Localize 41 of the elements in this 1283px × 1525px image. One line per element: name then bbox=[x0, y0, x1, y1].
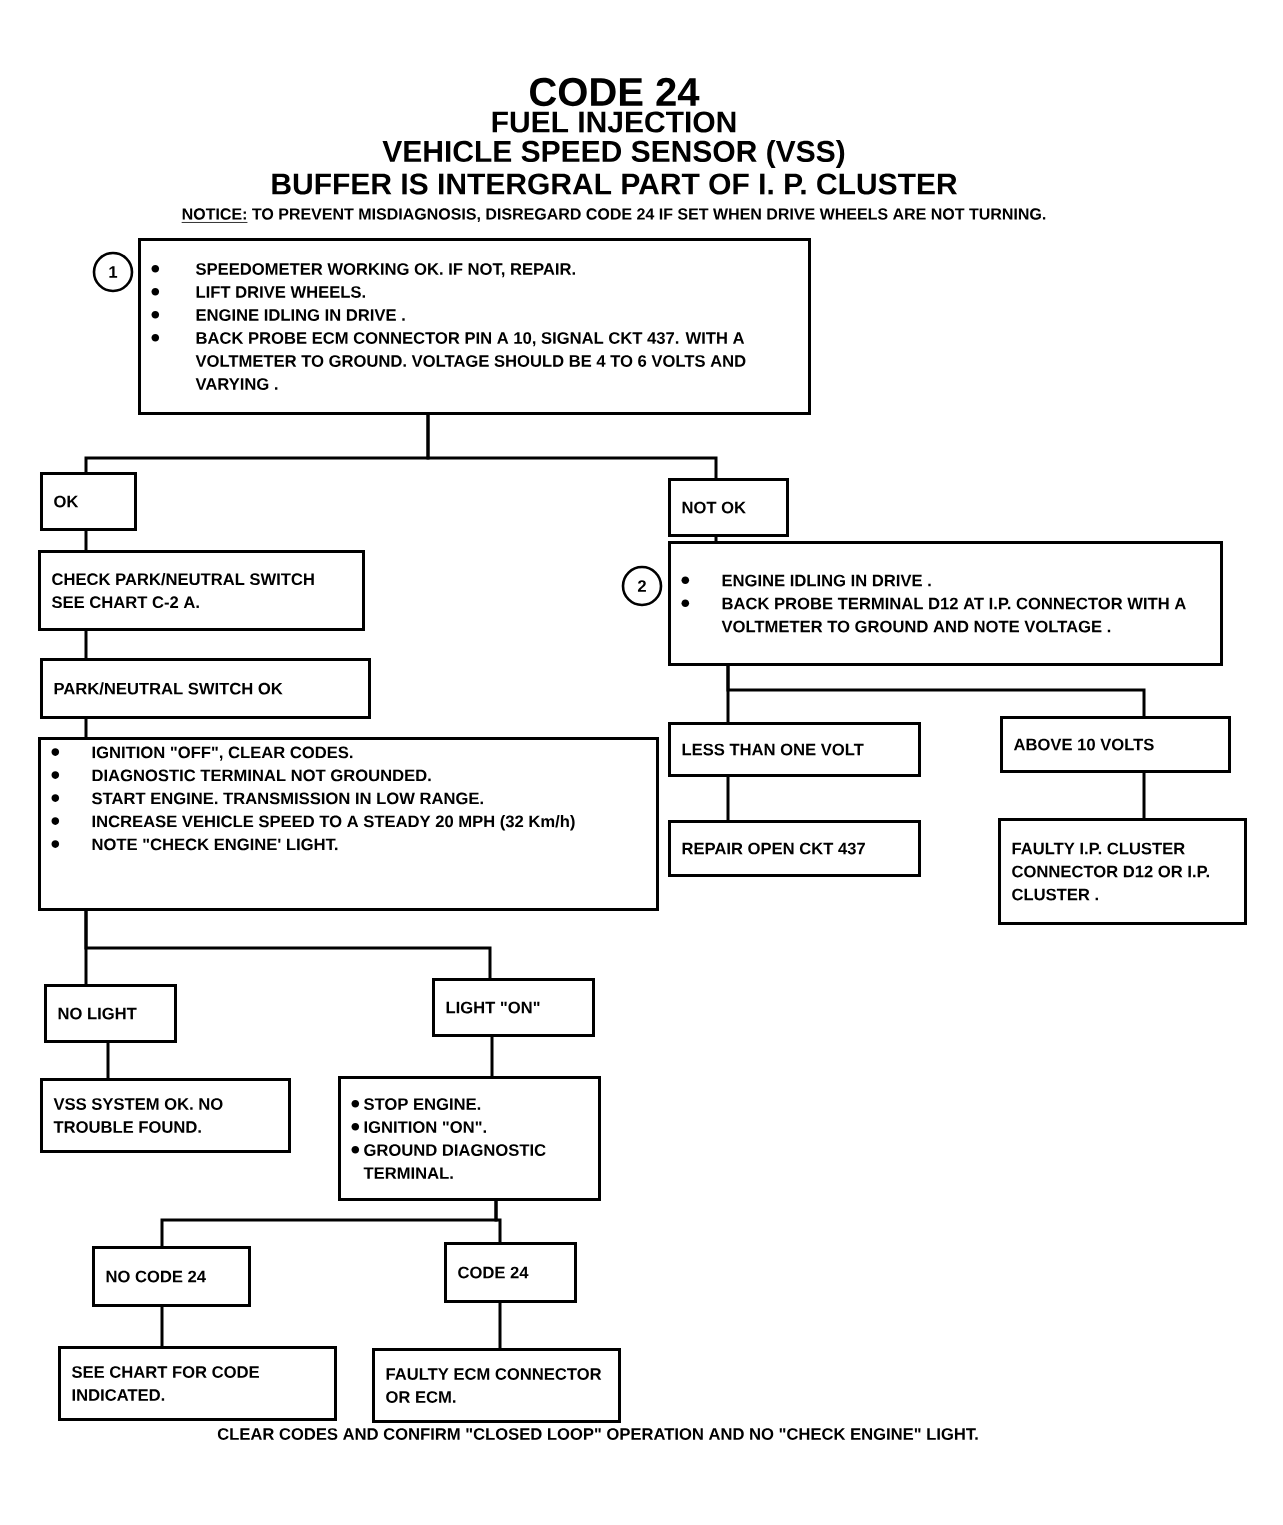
process-box: CHECK PARK/NEUTRAL SWITCH SEE CHART C-2 A. bbox=[38, 550, 365, 631]
process-box: LESS THAN ONE VOLT bbox=[668, 722, 921, 777]
connector-line bbox=[490, 1037, 494, 1076]
bullet-list-box: SPEEDOMETER WORKING OK. IF NOT, REPAIR. LIFT DRIVE WHEELS. ENGINE IDLING IN DRIVE . BACK PROBE ECM CONNECTOR PIN A 10, SIGNAL CKT 437. WITH A VOLTMETER TO GROUND. VOLTAGE SHOULD BE 4 TO 6 VOLTS AND VARYING . bbox=[138, 238, 811, 415]
bullet-list-box: STOP ENGINE. IGNITION "ON". GROUND DIAGNOSTIC TERMINAL. bbox=[338, 1076, 601, 1201]
title: CODE 24 bbox=[530, 77, 700, 107]
caption: CLEAR CODES AND CONFIRM "CLOSED LOOP" OPERATION AND NO "CHECK ENGINE" LIGHT. bbox=[217, 1428, 978, 1440]
connector-line bbox=[84, 631, 88, 658]
process-box: NO LIGHT bbox=[44, 984, 177, 1043]
connector-line bbox=[84, 911, 492, 978]
process-box: ABOVE 10 VOLTS bbox=[1000, 716, 1231, 773]
connector-line bbox=[726, 666, 1146, 716]
bullet-list-box: IGNITION "OFF", CLEAR CODES. DIAGNOSTIC TERMINAL NOT GROUNDED. START ENGINE. TRANSMISSION IN LOW RANGE. INCREASE VEHICLE SPEED TO A STEADY 20 MPH (32 Km/h) NOTE "CHECK ENGINE' LIGHT. bbox=[38, 737, 659, 911]
callout-number: 1 bbox=[92, 251, 134, 293]
connector-line bbox=[714, 537, 718, 541]
connector-line bbox=[494, 1201, 502, 1242]
connector-line bbox=[498, 1303, 502, 1348]
process-box: CODE 24 bbox=[444, 1242, 577, 1303]
notice-text: NOTICE: TO PREVENT MISDIAGNOSIS, DISREGARD CODE 24 IF SET WHEN DRIVE WHEELS ARE NOT TURNING. bbox=[181, 208, 1046, 223]
process-box: REPAIR OPEN CKT 437 bbox=[668, 820, 921, 877]
connector-line bbox=[160, 1307, 164, 1346]
subtitle: BUFFER IS INTERGRAL PART OF I. P. CLUSTER bbox=[272, 173, 957, 195]
process-box: VSS SYSTEM OK. NO TROUBLE FOUND. bbox=[40, 1078, 291, 1153]
subtitle: FUEL INJECTION bbox=[492, 111, 736, 133]
connector-line bbox=[426, 415, 718, 478]
process-box: SEE CHART FOR CODE INDICATED. bbox=[58, 1346, 337, 1421]
connector-line bbox=[726, 777, 730, 820]
connector-line bbox=[1142, 773, 1146, 818]
connector-line bbox=[84, 719, 88, 737]
process-box: OK bbox=[40, 472, 137, 531]
process-box: FAULTY ECM CONNECTOR OR ECM. bbox=[372, 1348, 621, 1423]
process-box: NOT OK bbox=[668, 478, 789, 537]
connector-line bbox=[84, 531, 88, 550]
process-box: NO CODE 24 bbox=[92, 1246, 251, 1307]
callout-number: 2 bbox=[621, 565, 663, 607]
connector-line bbox=[106, 1043, 110, 1078]
bullet-list-box: ENGINE IDLING IN DRIVE . BACK PROBE TERMINAL D12 AT I.P. CONNECTOR WITH A VOLTMETER TO GROUND AND NOTE VOLTAGE . bbox=[668, 541, 1223, 666]
subtitle: VEHICLE SPEED SENSOR (VSS) bbox=[382, 140, 845, 168]
process-box: LIGHT "ON" bbox=[432, 978, 595, 1037]
process-box: PARK/NEUTRAL SWITCH OK bbox=[40, 658, 371, 719]
process-box: FAULTY I.P. CLUSTER CONNECTOR D12 OR I.P. CLUSTER . bbox=[998, 818, 1247, 925]
